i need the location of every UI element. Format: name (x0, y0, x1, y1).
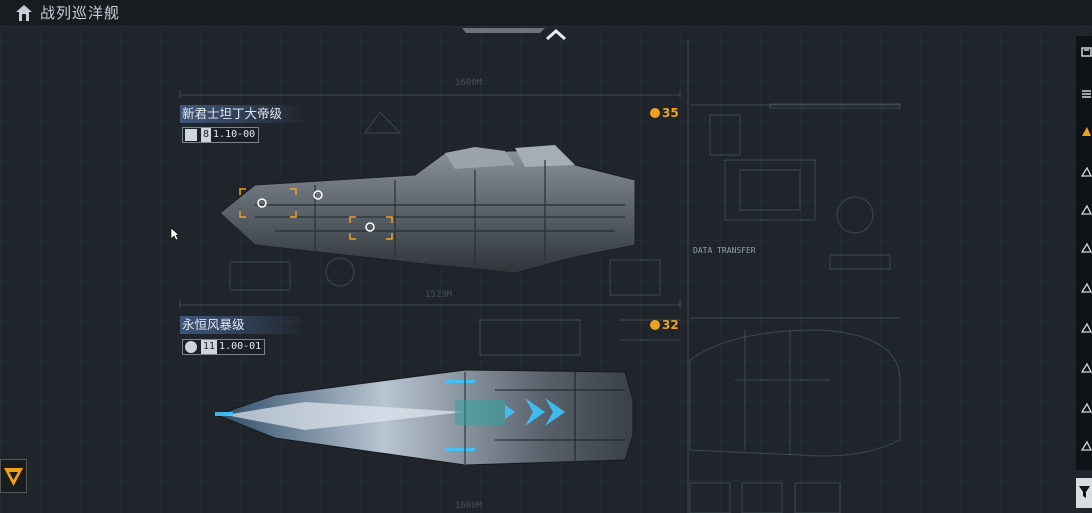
ship-class-icon (185, 341, 197, 353)
filter-button[interactable] (1076, 478, 1092, 508)
ship-cost: 32 (650, 318, 679, 332)
tier-value: 8 (201, 128, 212, 142)
svg-text:DATA TRANSFER: DATA TRANSFER (693, 246, 756, 255)
svg-text:1600M: 1600M (455, 78, 483, 88)
ship-class-icon[interactable] (1081, 282, 1092, 293)
cost-value: 35 (662, 106, 679, 120)
ship-cost: 35 (650, 106, 679, 120)
label-band (180, 105, 300, 123)
svg-text:1600M: 1600M (455, 501, 483, 511)
home-icon[interactable] (14, 4, 34, 22)
hull-icon[interactable] (1081, 46, 1092, 57)
right-filter-rail (1076, 36, 1092, 470)
ship-image-new-constantine[interactable] (215, 145, 640, 280)
emblem-icon (4, 468, 23, 486)
filter-icon (1079, 486, 1090, 498)
cost-icon (650, 108, 660, 118)
ship-class-icon[interactable] (1081, 402, 1092, 413)
ship-class-icon[interactable] (1081, 242, 1092, 253)
top-bar: 战列巡洋舰 (0, 0, 1092, 27)
label-band (180, 316, 300, 334)
ship-name-label[interactable]: 新君士坦丁大帝级 (180, 105, 300, 123)
page-title: 战列巡洋舰 (40, 4, 121, 22)
ship-code: 1.00-01 (219, 341, 262, 352)
ship-name: 新君士坦丁大帝级 (182, 106, 283, 121)
previous-ship-partial (462, 28, 545, 33)
ship-name: 永恒风暴级 (182, 317, 245, 332)
svg-text:1523M: 1523M (425, 290, 453, 300)
blueprint-decoration: 1600M 1523M 1600M DATA TRANSFER (179, 40, 901, 513)
chevron-up-icon[interactable] (545, 28, 567, 42)
ship-class-icon[interactable] (1081, 126, 1092, 137)
ship-class-icon[interactable] (1081, 166, 1092, 177)
fleet-emblem-button[interactable] (0, 459, 27, 493)
ship-image-eternal-storm[interactable] (215, 360, 635, 475)
mouse-cursor-icon (170, 227, 180, 241)
cost-value: 32 (662, 318, 679, 332)
ship-class-icon[interactable] (1081, 440, 1092, 451)
tier-value: 11 (201, 340, 218, 354)
ship-class-icon[interactable] (1081, 204, 1092, 215)
layers-icon[interactable] (1081, 88, 1092, 99)
ship-code: 1.10-00 (213, 129, 256, 140)
ship-class-icon[interactable] (1081, 322, 1092, 333)
cost-icon (650, 320, 660, 330)
ship-class-icon[interactable] (1081, 362, 1092, 373)
ship-class-icon (185, 129, 197, 141)
ship-name-label[interactable]: 永恒风暴级 (180, 316, 300, 334)
